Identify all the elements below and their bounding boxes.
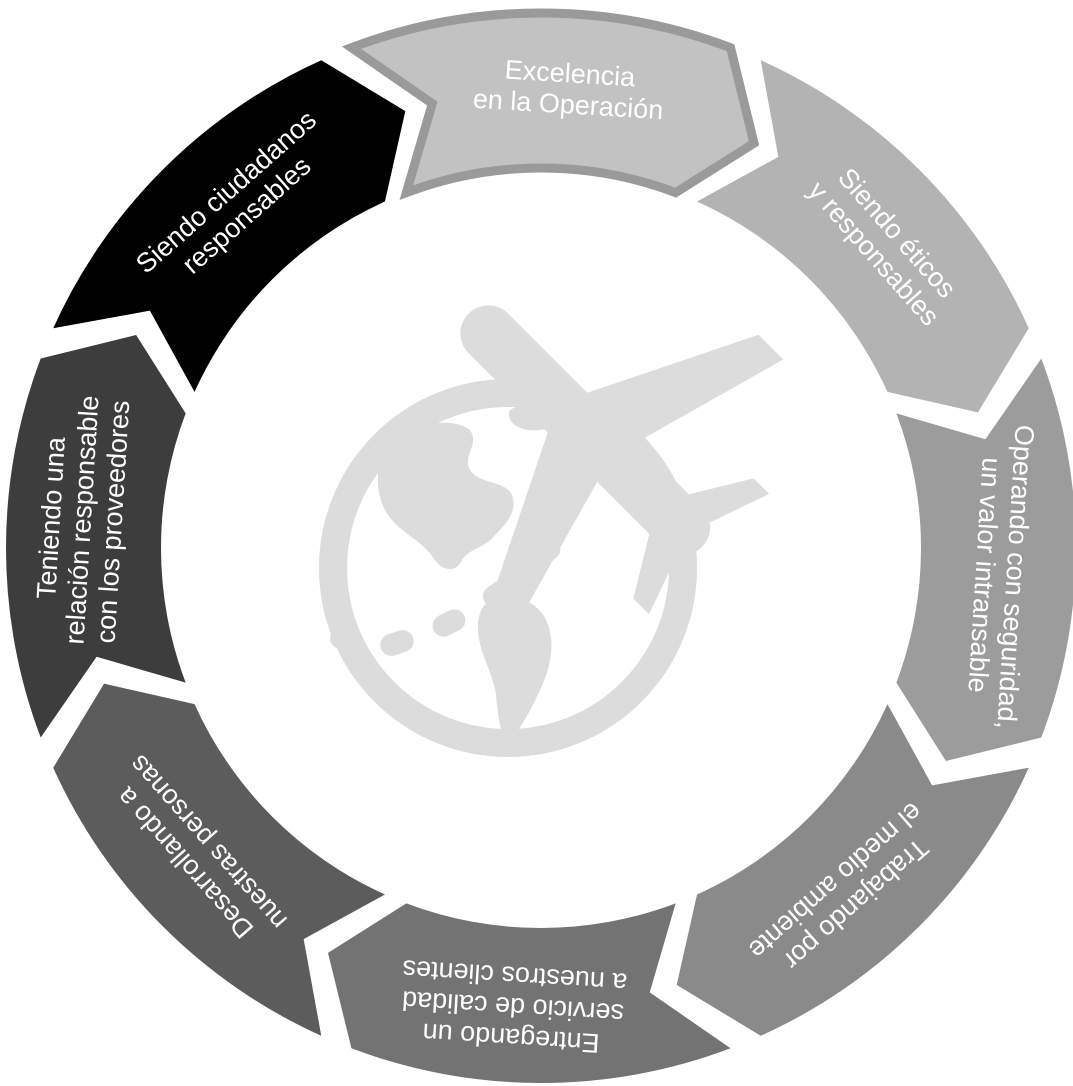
segments-layer (5, 8, 1073, 1084)
continent-north-america (377, 422, 514, 570)
segment-proveedores (5, 334, 186, 738)
segment-clientes (327, 903, 731, 1084)
airplane-icon (460, 305, 784, 629)
segment-ciudadanos (53, 60, 406, 392)
globe-ring (319, 379, 697, 757)
segment-seguridad (896, 358, 1073, 762)
segment-eticos (697, 60, 1029, 413)
continent-south-america (477, 596, 552, 742)
flight-trail (330, 537, 561, 656)
segment-excelencia (341, 8, 760, 201)
segment-medio-ambiente (676, 704, 1029, 1036)
segment-label-seguridad: Operando con seguridad,un valor intransa… (962, 424, 1039, 730)
segment-personas (53, 683, 385, 1036)
globe-airplane-icon (319, 305, 784, 757)
